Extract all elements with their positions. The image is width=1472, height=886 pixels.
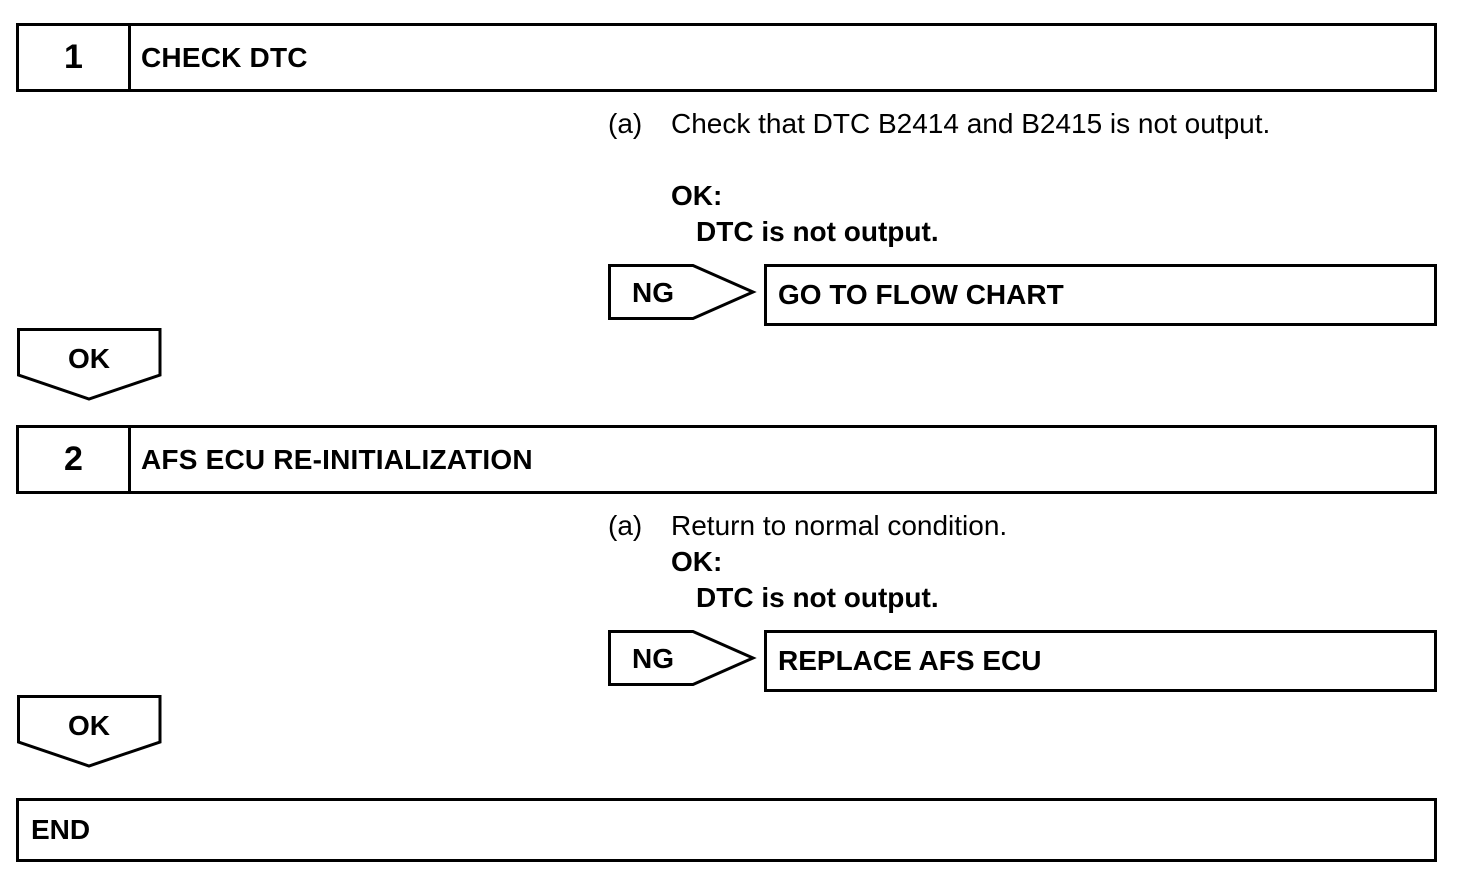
step-1-ok-condition: DTC is not output. — [696, 216, 939, 247]
step-1-ng-arrow: NG — [608, 264, 757, 320]
step-1-ok-label: OK: — [671, 180, 723, 211]
step-1-ng-action-box: GO TO FLOW CHART — [764, 264, 1437, 326]
step-1-ok-arrow-label: OK — [68, 343, 110, 374]
step-2-ok-arrow: OK — [17, 695, 162, 768]
step-1-number: 1 — [19, 26, 131, 89]
step-1-title: CHECK DTC — [141, 41, 308, 73]
step-2-ng-arrow: NG — [608, 630, 757, 686]
step-2-ng-action: REPLACE AFS ECU — [778, 645, 1042, 676]
step-2-instruction-text: Return to normal condition. — [671, 510, 1008, 541]
step-2-ok-condition: DTC is not output. — [696, 582, 939, 613]
end-box: END — [16, 798, 1437, 862]
step-2-ng-action-box: REPLACE AFS ECU — [764, 630, 1437, 692]
step-1-instruction-text: Check that DTC B2414 and B2415 is not ou… — [671, 108, 1271, 139]
step-2-ok-label: OK: — [671, 546, 723, 577]
step-2-instruction-marker: (a) — [608, 510, 643, 541]
step-2-header: 2 AFS ECU RE-INITIALIZATION — [16, 425, 1437, 494]
end-label: END — [31, 814, 91, 845]
step-1-header: 1 CHECK DTC — [16, 23, 1437, 92]
step-1-ng-action: GO TO FLOW CHART — [778, 279, 1064, 310]
step-2-ng-label: NG — [632, 643, 674, 674]
step-1-instruction-marker: (a) — [608, 108, 643, 139]
step-2-title: AFS ECU RE-INITIALIZATION — [141, 443, 533, 475]
step-2-ok-arrow-label: OK — [68, 710, 110, 741]
step-1-ng-label: NG — [632, 277, 674, 308]
step-1-ok-arrow: OK — [17, 328, 162, 401]
step-2-number: 2 — [19, 428, 131, 491]
